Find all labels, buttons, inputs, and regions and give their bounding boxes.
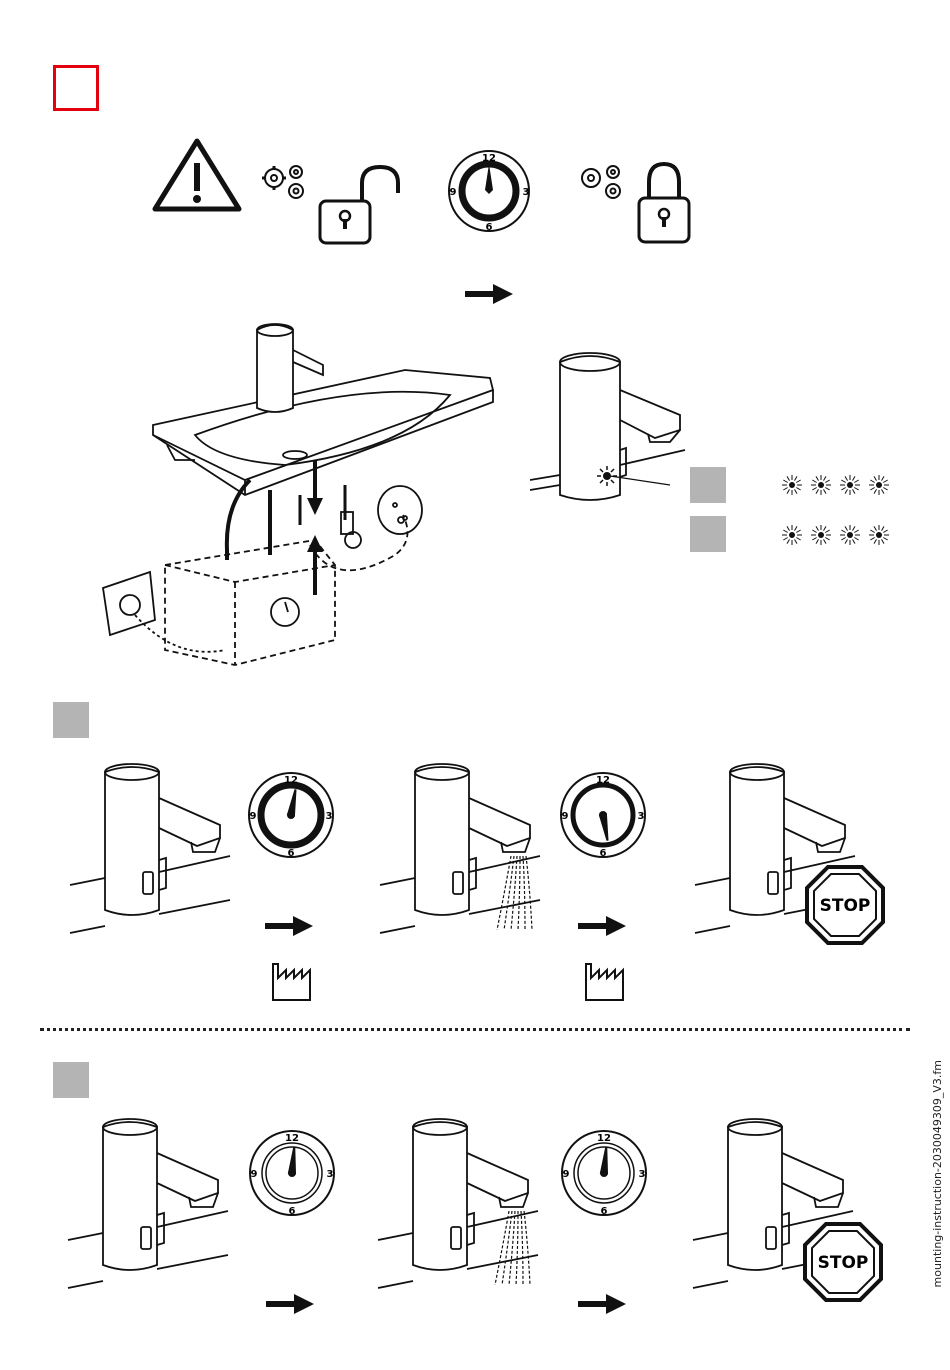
timer-dial-icon: 12 3 6 9 bbox=[246, 1128, 338, 1218]
arrow-right-icon bbox=[465, 283, 515, 305]
arrow-right-icon bbox=[266, 1293, 316, 1315]
led-blink-icon bbox=[778, 520, 893, 550]
svg-text:3: 3 bbox=[327, 1169, 334, 1180]
factory-icon bbox=[583, 960, 627, 1002]
locked-padlock-icon bbox=[636, 160, 692, 248]
gears-icon bbox=[258, 160, 313, 205]
timer-dial-icon: 12 3 6 9 bbox=[445, 150, 535, 235]
section-divider bbox=[40, 1028, 910, 1031]
led-blink-icon bbox=[778, 470, 893, 500]
arrow-right-icon bbox=[578, 1293, 628, 1315]
svg-text:12: 12 bbox=[285, 1133, 299, 1144]
warning-icon bbox=[150, 135, 245, 215]
step-marker bbox=[53, 1062, 89, 1098]
svg-text:12: 12 bbox=[597, 1133, 611, 1144]
svg-text:3: 3 bbox=[523, 187, 530, 198]
step-marker bbox=[690, 516, 726, 552]
svg-text:STOP: STOP bbox=[818, 1253, 869, 1273]
footer-filename: mounting-instruction-2030049309_V3.fm bbox=[931, 1060, 944, 1287]
svg-text:STOP: STOP bbox=[820, 896, 871, 916]
svg-text:9: 9 bbox=[562, 811, 569, 822]
faucet-icon bbox=[375, 760, 545, 940]
section-marker bbox=[53, 65, 99, 111]
svg-text:12: 12 bbox=[482, 153, 496, 164]
faucet-icon bbox=[63, 1115, 233, 1295]
svg-text:3: 3 bbox=[639, 1169, 646, 1180]
svg-text:6: 6 bbox=[600, 848, 607, 859]
svg-text:3: 3 bbox=[326, 811, 333, 822]
svg-text:6: 6 bbox=[288, 848, 295, 859]
svg-text:12: 12 bbox=[284, 775, 298, 786]
arrow-right-icon bbox=[578, 915, 628, 937]
svg-text:9: 9 bbox=[251, 1169, 258, 1180]
installation-diagram bbox=[95, 320, 525, 685]
timer-dial-icon: 12 3 6 9 bbox=[558, 1128, 650, 1218]
step-marker bbox=[690, 467, 726, 503]
factory-icon bbox=[270, 960, 314, 1002]
gears-icon bbox=[575, 160, 630, 205]
svg-text:9: 9 bbox=[250, 811, 257, 822]
svg-text:9: 9 bbox=[450, 187, 457, 198]
svg-text:3: 3 bbox=[638, 811, 645, 822]
svg-text:6: 6 bbox=[289, 1206, 296, 1217]
svg-text:6: 6 bbox=[601, 1206, 608, 1217]
unlocked-padlock-icon bbox=[316, 163, 406, 248]
step-marker bbox=[53, 702, 89, 738]
timer-dial-icon: 12 3 6 9 bbox=[557, 770, 649, 860]
svg-text:12: 12 bbox=[596, 775, 610, 786]
arrow-right-icon bbox=[265, 915, 315, 937]
stop-sign-icon: STOP bbox=[805, 865, 885, 945]
stop-sign-icon: STOP bbox=[803, 1222, 883, 1302]
svg-text:9: 9 bbox=[563, 1169, 570, 1180]
timer-dial-icon: 12 3 6 9 bbox=[245, 770, 337, 860]
faucet-icon bbox=[65, 760, 235, 940]
faucet-icon bbox=[373, 1115, 543, 1295]
svg-text:6: 6 bbox=[486, 222, 493, 233]
faucet-led-diagram bbox=[530, 350, 690, 530]
